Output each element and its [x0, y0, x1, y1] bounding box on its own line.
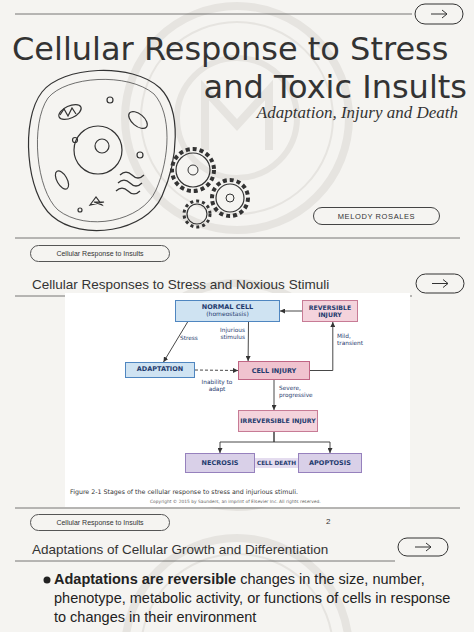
node-label: CELL INJURY — [252, 367, 297, 375]
process-box: ADAPTATION — [125, 362, 195, 378]
bullet-paragraph: Adaptations are reversiblechanges in the… — [54, 570, 464, 627]
node-label: ADAPTATION — [137, 366, 184, 373]
bullet-bold-text: Adaptations are reversible — [54, 571, 236, 587]
figure-caption: Figure 2-1 Stages of the cellular respon… — [70, 488, 405, 495]
process-box: NORMAL CELL(homeostasis) — [175, 300, 280, 322]
node-label: Cellular Response to Insults — [56, 519, 143, 526]
slide-title: Cellular Response to Stress and Toxic In… — [12, 30, 467, 106]
author-pill: MELODY ROSALES — [313, 207, 440, 225]
page-number: 2 — [326, 517, 330, 526]
edge-label: Stress — [180, 335, 198, 342]
edge-label: Injurious stimulus — [212, 327, 245, 340]
figure-panel — [65, 293, 410, 507]
node-label: Cellular Response to Insults — [56, 250, 143, 257]
slide-subtitle: Adaptation, Injury and Death — [230, 103, 458, 123]
node-label: NECROSIS — [202, 459, 239, 467]
process-box: CELL INJURY — [238, 361, 310, 380]
group-label: CELL DEATH — [255, 458, 298, 468]
process-box: REVERSIBLE INJURY — [302, 300, 358, 322]
node-label: IRREVERSIBLE INJURY — [240, 417, 315, 424]
bullet-dot — [44, 577, 51, 584]
node-label: NORMAL CELL — [202, 304, 253, 311]
cell-illustration — [29, 70, 176, 230]
process-box: IRREVERSIBLE INJURY — [238, 410, 318, 432]
node-label: APOPTOSIS — [309, 459, 351, 467]
copyright-note: Copyright © 2015 by Saunders, an imprint… — [150, 499, 405, 504]
node-label: MELODY ROSALES — [338, 212, 415, 221]
flow-arrow — [310, 322, 333, 371]
footer-pill: Cellular Response to Insults — [30, 514, 170, 531]
cell-cluster-icon — [172, 149, 248, 227]
flow-arrow — [220, 432, 274, 453]
node-sublabel: (homeostasis) — [206, 311, 248, 318]
edge-label: Mild, transient — [337, 333, 367, 346]
slide-heading: Adaptations of Cellular Growth and Diffe… — [32, 542, 328, 557]
flow-arrow — [195, 370, 238, 372]
footer-pill: Cellular Response to Insults — [30, 245, 170, 262]
flow-arrow — [280, 311, 302, 312]
flow-arrow — [164, 322, 188, 362]
slide-heading: Cellular Responses to Stress and Noxious… — [32, 277, 329, 292]
edge-label: Inability to adapt — [199, 379, 235, 392]
flow-arrow — [248, 322, 249, 361]
node-label: REVERSIBLE INJURY — [303, 304, 357, 318]
flow-arrow — [274, 380, 275, 410]
edge-label: Severe, progressive — [279, 385, 319, 398]
flow-arrow — [274, 432, 330, 453]
process-box: APOPTOSIS — [298, 453, 362, 473]
process-box: NECROSIS — [185, 453, 255, 473]
